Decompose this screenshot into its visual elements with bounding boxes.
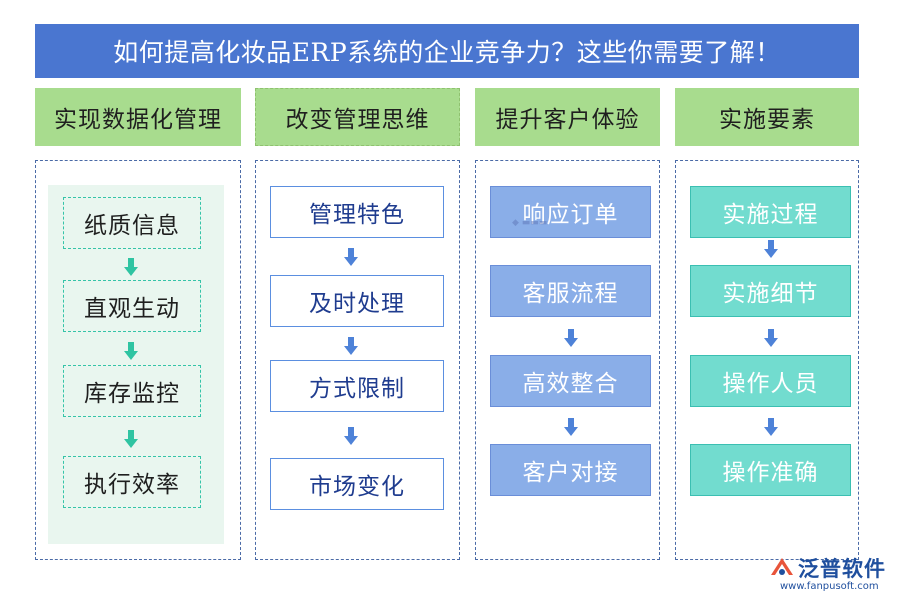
down-arrow-icon: [344, 337, 358, 355]
flow-node: 操作准确: [690, 444, 851, 496]
flow-node: 高效整合: [490, 355, 651, 407]
down-arrow-icon: [344, 427, 358, 445]
column-header-4: 实施要素: [675, 88, 859, 146]
flow-node: 直观生动: [63, 280, 201, 332]
brand-logo: 泛普软件 www.fanpusoft.com: [768, 553, 892, 597]
down-arrow-icon: [344, 248, 358, 266]
flow-node: 纸质信息: [63, 197, 201, 249]
flow-node: 方式限制: [270, 360, 444, 412]
logo-url: www.fanpusoft.com: [780, 581, 879, 592]
flow-node: 实施过程: [690, 186, 851, 238]
flow-node: 执行效率: [63, 456, 201, 508]
column-panel-2: [255, 160, 460, 560]
flow-node: 客服流程: [490, 265, 651, 317]
diagram-title: 如何提高化妆品ERP系统的企业竞争力？这些你需要了解！: [35, 24, 859, 78]
down-arrow-icon: [124, 342, 138, 360]
flow-node: 及时处理: [270, 275, 444, 327]
watermark-logo: ◆ ▬▬▬: [512, 218, 548, 228]
flow-node: 操作人员: [690, 355, 851, 407]
flow-node: 管理特色: [270, 186, 444, 238]
flow-node: 库存监控: [63, 365, 201, 417]
column-1-background: [48, 185, 224, 544]
flow-node: 市场变化: [270, 458, 444, 510]
column-panel-4: [675, 160, 859, 560]
column-header-3: 提升客户体验: [475, 88, 660, 146]
column-panel-1: [35, 160, 241, 560]
down-arrow-icon: [764, 418, 778, 436]
column-panel-3: [475, 160, 660, 560]
column-header-2: 改变管理思维: [255, 88, 460, 146]
down-arrow-icon: [764, 240, 778, 258]
down-arrow-icon: [124, 258, 138, 276]
logo-name: 泛普软件: [798, 557, 886, 581]
fanpu-logo-icon: [771, 558, 793, 575]
down-arrow-icon: [124, 430, 138, 448]
flow-node: 客户对接: [490, 444, 651, 496]
down-arrow-icon: [564, 418, 578, 436]
flow-node: 响应订单: [490, 186, 651, 238]
flow-node: 实施细节: [690, 265, 851, 317]
down-arrow-icon: [764, 329, 778, 347]
down-arrow-icon: [564, 329, 578, 347]
column-header-1: 实现数据化管理: [35, 88, 241, 146]
